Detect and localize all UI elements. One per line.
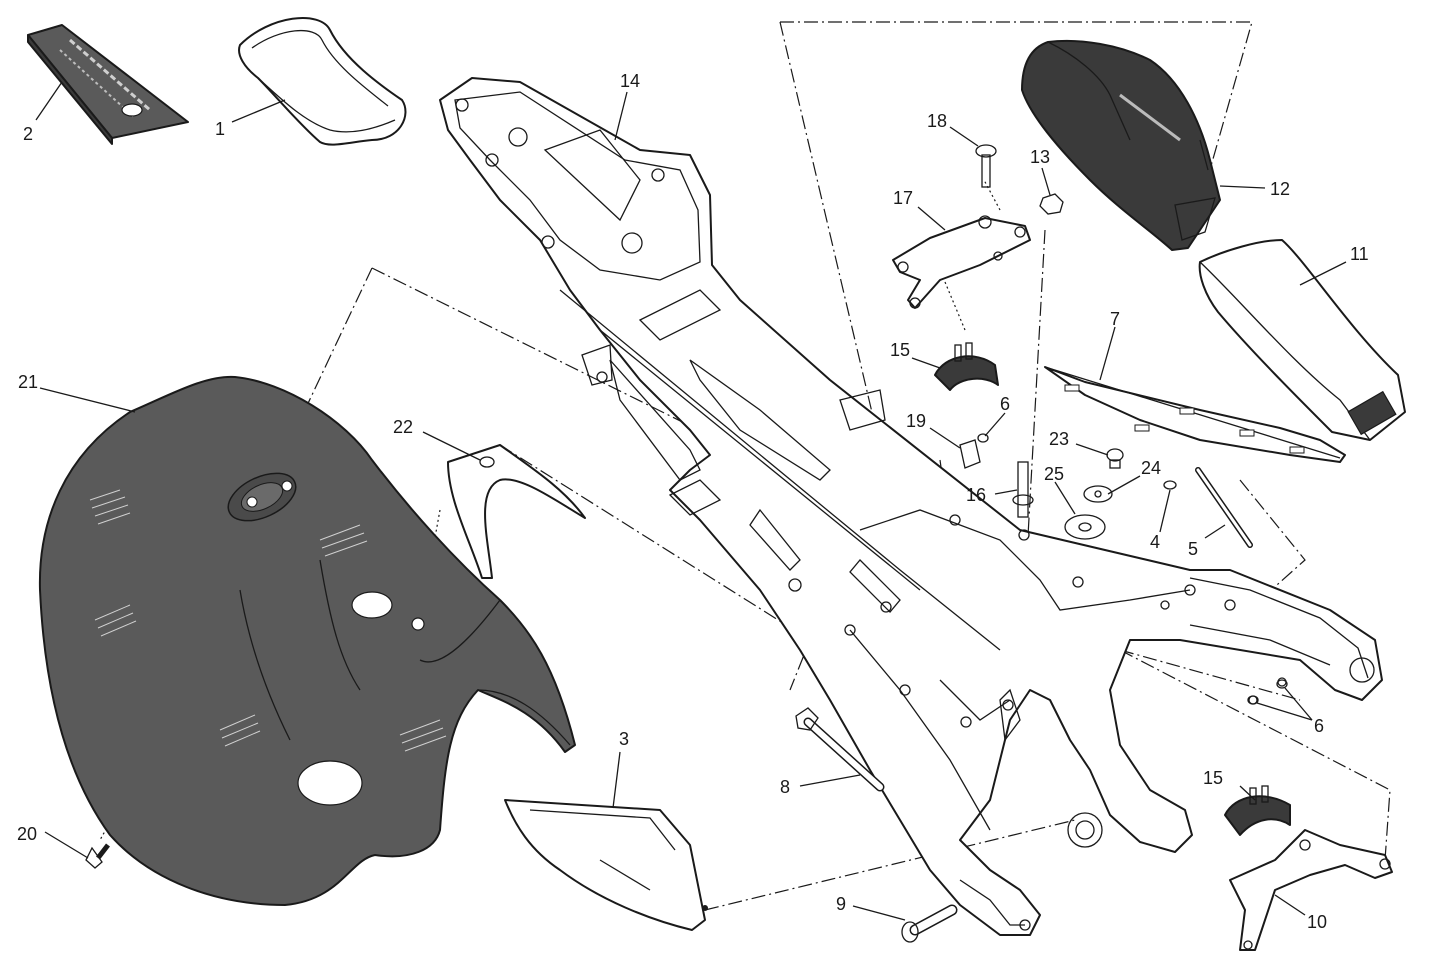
callout-6-lower: 6 — [1314, 716, 1324, 736]
callout-16: 16 — [966, 485, 986, 505]
part-seat-cowl — [1021, 39, 1221, 251]
callout-18: 18 — [927, 111, 947, 131]
callout-6-upper: 6 — [1000, 394, 1010, 414]
callout-3: 3 — [619, 729, 629, 749]
callout-4: 4 — [1150, 532, 1160, 552]
callout-19: 19 — [906, 411, 926, 431]
leader-lines — [35, 81, 1347, 921]
callout-2: 2 — [23, 124, 33, 144]
callout-24: 24 — [1141, 458, 1161, 478]
callout-11: 11 — [1350, 244, 1369, 264]
callout-17: 17 — [893, 188, 913, 208]
callout-9: 9 — [836, 894, 846, 914]
callout-14: 14 — [620, 71, 640, 91]
callout-10: 10 — [1307, 912, 1327, 932]
callout-13: 13 — [1030, 147, 1050, 167]
callout-22: 22 — [393, 417, 413, 437]
part-grab-bracket — [892, 215, 1031, 309]
callout-5: 5 — [1188, 539, 1198, 559]
callout-7: 7 — [1110, 309, 1120, 329]
part-seat-pad — [238, 17, 407, 146]
callout-23: 23 — [1049, 429, 1069, 449]
part-grommet-lower — [1224, 785, 1291, 836]
part-grommet-upper — [934, 342, 999, 391]
callout-21: 21 — [18, 372, 38, 392]
part-side-cover — [504, 799, 708, 931]
part-footrest-bracket — [1229, 829, 1393, 951]
part-seat-cover — [1198, 239, 1406, 441]
part-rear-hugger — [38, 375, 576, 906]
part-rear-subframe — [439, 77, 1383, 936]
callout-15-lower: 15 — [1203, 768, 1223, 788]
part-bracket — [447, 444, 586, 579]
part-fasteners — [85, 144, 1288, 943]
callout-20: 20 — [17, 824, 37, 844]
callout-25: 25 — [1044, 464, 1064, 484]
callout-15-upper: 15 — [890, 340, 910, 360]
callout-12: 12 — [1270, 179, 1290, 199]
callout-8: 8 — [780, 777, 790, 797]
callout-numbers: 2 1 3 4 5 6 6 7 8 9 10 11 12 13 14 15 15… — [17, 71, 1369, 932]
callout-1: 1 — [215, 119, 225, 139]
part-badge-plate — [27, 24, 189, 145]
part-trim-strip — [1044, 366, 1346, 463]
